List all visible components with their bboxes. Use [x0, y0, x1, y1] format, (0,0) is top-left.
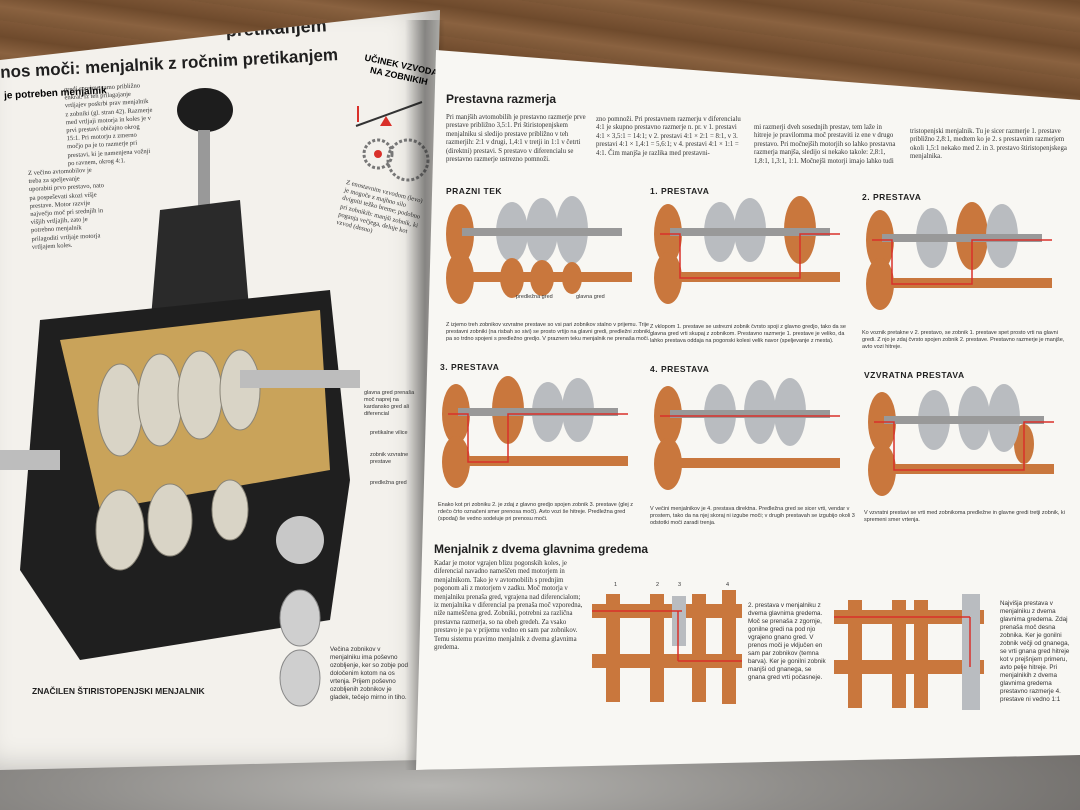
ratios-text-col-2: zno pomnoži. Pri prestavnem razmerju v d… — [596, 116, 746, 158]
diagram-number-3: 3 — [678, 582, 681, 589]
diagram-number-1: 1 — [614, 582, 617, 589]
two-shaft-diagram-second-gear — [592, 588, 742, 708]
panel-title-second: 2. PRESTAVA — [862, 192, 921, 202]
gear-diagram-second — [862, 202, 1062, 312]
panel-title-first: 1. PRESTAVA — [650, 186, 709, 196]
caption-two-shaft-top: Najvišja prestava v menjalniku z dvema g… — [1000, 600, 1076, 704]
caption-second: Ko voznik pretakne v 2. prestavo, se zob… — [862, 330, 1067, 351]
gear-diagram-first — [650, 196, 850, 306]
panel-title-third: 3. PRESTAVA — [440, 362, 499, 372]
two-shaft-diagram-top-gear — [834, 594, 984, 714]
left-section-heading: nos moči: menjalnik z ročnim pretikanjem — [0, 45, 338, 83]
gear-diagram-reverse — [864, 384, 1064, 504]
caption-fourth: V večini menjalnikov je 4. prestava dire… — [650, 506, 855, 527]
left-page: menjalnik z ročnim pretikanjem nos moči:… — [0, 0, 440, 770]
caption-two-shaft-second: 2. prestava v menjalniku z dvema glavnim… — [748, 602, 828, 682]
label-mainshaft-neutral: glavna gred — [576, 294, 605, 301]
panel-title-reverse: VZVRATNA PRESTAVA — [864, 370, 965, 380]
two-shaft-body: Kadar je motor vgrajen blizu pogonskih k… — [434, 560, 584, 652]
label-layshaft-neutral: predležna gred — [516, 294, 553, 301]
gear-diagram-neutral — [442, 196, 642, 306]
gear-diagram-third — [438, 376, 638, 496]
ratios-text-col-1: Pri manjših avtomobilih je prestavno raz… — [446, 114, 594, 164]
ratios-heading: Prestavna razmerja — [446, 92, 556, 106]
helical-gears-illustration — [278, 588, 328, 708]
helical-gears-caption: Večina zobnikov v menjalniku ima poševno… — [330, 646, 412, 702]
caption-neutral: Z izjemo treh zobnikov vzvratne prestave… — [446, 322, 651, 343]
panel-title-fourth: 4. PRESTAVA — [650, 364, 709, 374]
right-page: Prestavna razmerja Pri manjših avtomobil… — [416, 40, 1080, 770]
panel-title-neutral: PRAZNI TEK — [446, 186, 502, 196]
two-shaft-heading: Menjalnik z dvema glavnima gredema — [434, 542, 648, 556]
caption-third: Enako kot pri zobniku 2. je zdaj z glavn… — [438, 502, 643, 523]
gear-diagram-fourth — [650, 378, 850, 498]
diagram-number-2: 2 — [656, 582, 659, 589]
ratios-text-col-4: tristopenjski menjalnik. Tu je sicer raz… — [910, 128, 1068, 162]
caption-first: Z vklopom 1. prestave se ustrezni zobnik… — [650, 324, 855, 345]
gearbox-caption: ZNAČILEN ŠTIRISTOPENJSKI MENJALNIK — [32, 686, 205, 696]
ratios-text-col-3: mi razmerji dveh sosednjih prestav, tem … — [754, 124, 900, 166]
diagram-number-4: 4 — [726, 582, 729, 589]
caption-reverse: V vzvratni prestavi se vrti med zobnikom… — [864, 510, 1069, 524]
